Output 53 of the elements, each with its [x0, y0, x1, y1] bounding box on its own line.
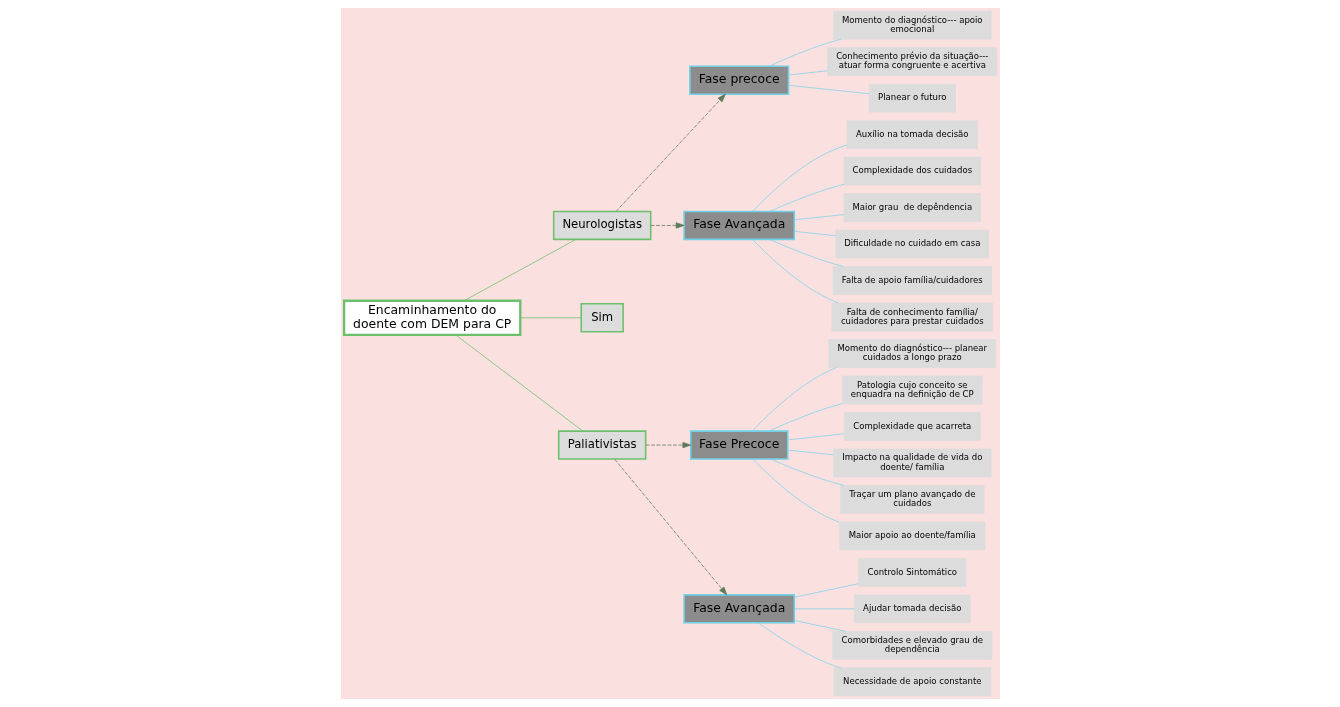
connector: [768, 403, 843, 432]
connector: [751, 239, 839, 304]
node-box: Falta de apoio família/cuidadores: [832, 266, 992, 295]
node-box: Conhecimento prévio da situação--- atuar forma congruente e acertiva: [826, 47, 997, 76]
node-box: Maior apoio ao doente/família: [838, 521, 985, 551]
arrow: [613, 458, 727, 596]
node-box: Neurologistas: [552, 210, 651, 241]
connector: [769, 239, 844, 267]
connector: [787, 84, 869, 95]
connector: [786, 449, 834, 456]
node-box: Traçar um plano avançado de cuidados: [839, 485, 984, 514]
node-box: Necessidade de apoio constante: [833, 667, 991, 697]
connector: [786, 433, 844, 441]
connector: [768, 183, 844, 212]
connector: [793, 230, 836, 237]
connector: [787, 70, 828, 76]
node-box: Controlo Sintomático: [857, 558, 966, 587]
node-box: Ajudar tomada decisão: [853, 594, 970, 624]
node-box: Paliativistas: [557, 430, 646, 460]
node-box: Comorbidades e elevado grau de dependência: [831, 631, 992, 660]
connector: [751, 367, 837, 432]
connector: [793, 608, 855, 610]
connector: [769, 458, 844, 486]
arrow: [649, 222, 684, 229]
node-box: Patologia cujo conceito se enquadra na definição de CP: [841, 375, 983, 405]
connector: [793, 620, 846, 632]
node-box: Fase precoce: [688, 65, 789, 96]
node-box: Dificuldade no cuidado em casa: [834, 229, 989, 259]
connector: [757, 622, 841, 669]
node-box: Fase Avançada: [682, 210, 795, 241]
node-box: Maior grau de depêndencia: [843, 193, 981, 222]
arrow: [644, 442, 691, 449]
node-box: Falta de conhecimento família/ cuidadores para prestar cuidados: [831, 302, 993, 332]
connector: [454, 334, 583, 432]
node-box: Fase Precoce: [689, 430, 788, 460]
connector: [751, 144, 847, 212]
connector: [793, 214, 844, 221]
connector: [463, 239, 576, 302]
arrow: [615, 93, 726, 212]
node-box: Complexidade que acarreta: [843, 412, 981, 441]
node-box: Encaminhamento do doente com DEM para CP: [342, 299, 521, 337]
connector: [768, 38, 841, 67]
node-box: Fase Avançada: [682, 594, 795, 624]
node-box: Planear o futuro: [868, 83, 956, 113]
node-box: Complexidade dos cuidados: [843, 156, 981, 186]
node-box: Impacto na qualidade de vida do doente/ família: [832, 448, 991, 478]
connector: [751, 458, 840, 523]
node-box: Momento do diagnóstico--- planear cuidados a longo prazo: [827, 339, 996, 368]
node-box: Momento do diagnóstico--- apoio emocional: [832, 10, 991, 40]
node-box: Sim: [579, 303, 624, 333]
connector: [793, 583, 859, 598]
node-box: Auxílio na tomada decisão: [846, 120, 978, 149]
connector: [519, 317, 581, 319]
